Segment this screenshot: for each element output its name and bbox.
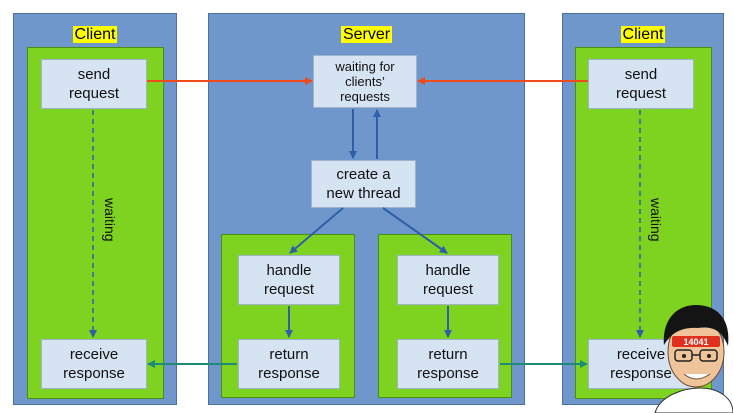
right-send-line1: send [624,66,658,83]
right-client-title-label: Client [620,26,666,43]
right-handle-line2: request [422,281,474,298]
wait-line3: requests [340,89,390,104]
create-thread-box: create a new thread [311,160,416,208]
create-line2: new thread [326,185,401,202]
create-to-left-thread-arrow [289,207,344,254]
right-send-request-box: send request [588,59,694,109]
right-handle-line1: handle [425,262,471,279]
left-client-title-label: Client [72,26,118,43]
right-receive-line2: response [610,365,672,382]
left-handle-request-box: handle request [238,255,340,305]
left-return-line1: return [269,346,309,363]
server-title: Server [208,26,525,44]
left-send-line2: request [68,85,120,102]
create-line1: create a [336,166,391,183]
create-to-right-thread-arrow [382,207,448,254]
left-handle-line2: request [263,281,315,298]
left-return-response-box: return response [238,339,340,389]
right-receive-line1: receive [616,346,666,363]
left-client-title: Client [13,26,177,44]
right-return-response-box: return response [397,339,499,389]
avatar-figure: 14041 [654,304,733,413]
right-client-title: Client [562,26,724,44]
left-receive-line2: response [63,365,125,382]
wait-line1: waiting for [335,59,395,74]
left-receive-line1: receive [69,346,119,363]
right-return-line2: response [417,365,479,382]
right-handle-request-box: handle request [397,255,499,305]
left-handle-line1: handle [266,262,312,279]
avatar-badge-text: 14041 [683,337,708,347]
server-title-label: Server [340,26,393,43]
left-send-line1: send [77,66,111,83]
wait-line2: clients’ [345,74,385,89]
left-return-line2: response [258,365,320,382]
right-send-line2: request [615,85,667,102]
right-return-line1: return [428,346,468,363]
left-send-request-box: send request [41,59,147,109]
left-receive-response-box: receive response [41,339,147,389]
